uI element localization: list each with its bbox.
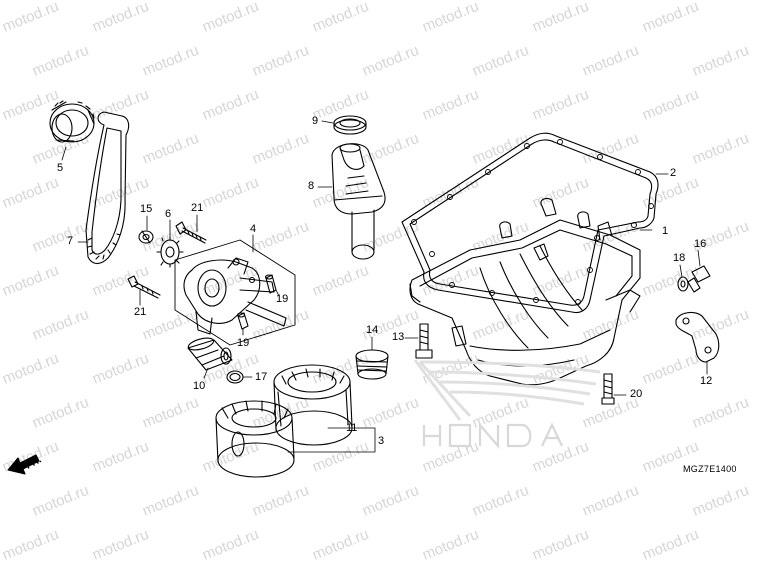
part-7-chain bbox=[85, 111, 130, 265]
part-14-stud bbox=[355, 349, 389, 380]
part-19-pin-a bbox=[264, 274, 277, 294]
callout-17: 17 bbox=[255, 371, 268, 383]
honda-wing-logo bbox=[413, 359, 601, 421]
callout-16: 16 bbox=[694, 238, 707, 250]
callout-9: 9 bbox=[312, 115, 319, 127]
callout-14: 14 bbox=[366, 324, 379, 336]
callout-19-lower: 19 bbox=[237, 337, 250, 349]
callout-3: 3 bbox=[378, 435, 385, 447]
part-4-oil-pump-frame bbox=[174, 239, 296, 346]
part-13-bolt bbox=[415, 323, 433, 359]
callout-8: 8 bbox=[308, 180, 315, 192]
callout-18: 18 bbox=[673, 252, 686, 264]
part-11-oil-filter-rear bbox=[273, 364, 353, 446]
callout-4: 4 bbox=[250, 223, 257, 235]
part-12-bracket bbox=[675, 311, 720, 363]
part-3-oil-filter-front bbox=[215, 400, 295, 478]
fr-direction-arrow bbox=[7, 454, 40, 475]
part-21-bolt-upper bbox=[175, 221, 207, 244]
part-19-pin-b bbox=[236, 312, 249, 330]
callout-21-upper: 21 bbox=[191, 202, 204, 214]
part-6-gear bbox=[156, 236, 184, 268]
part-18-washer bbox=[677, 276, 689, 292]
callout-11: 11 bbox=[346, 422, 358, 434]
part-15-washer bbox=[138, 230, 154, 244]
callout-21-lower: 21 bbox=[134, 306, 147, 318]
callout-1: 1 bbox=[662, 225, 669, 237]
part-17-o-ring bbox=[226, 370, 244, 384]
callout-6: 6 bbox=[165, 208, 172, 220]
callout-13: 13 bbox=[392, 331, 405, 343]
part-20-bolt bbox=[601, 373, 615, 405]
callout-12: 12 bbox=[700, 375, 713, 387]
callout-19-upper: 19 bbox=[276, 293, 289, 305]
callout-2: 2 bbox=[670, 167, 677, 179]
callout-7: 7 bbox=[67, 235, 74, 247]
part-8-strainer bbox=[331, 143, 386, 260]
part-2-gasket bbox=[401, 132, 659, 314]
callout-15: 15 bbox=[140, 203, 153, 215]
part-21-bolt-lower bbox=[127, 275, 161, 299]
diagram-code: MGZ7E1400 bbox=[683, 464, 737, 474]
part-9-seal bbox=[333, 115, 367, 135]
part-5-sprocket-ring bbox=[49, 100, 95, 143]
callout-10: 10 bbox=[193, 380, 206, 392]
part-16-drain-bolt bbox=[687, 265, 711, 293]
callout-20: 20 bbox=[630, 388, 643, 400]
honda-wordmark bbox=[422, 422, 563, 449]
callout-5: 5 bbox=[57, 162, 64, 174]
part-10-collar bbox=[187, 337, 233, 371]
part-4-oil-pump bbox=[183, 257, 287, 335]
